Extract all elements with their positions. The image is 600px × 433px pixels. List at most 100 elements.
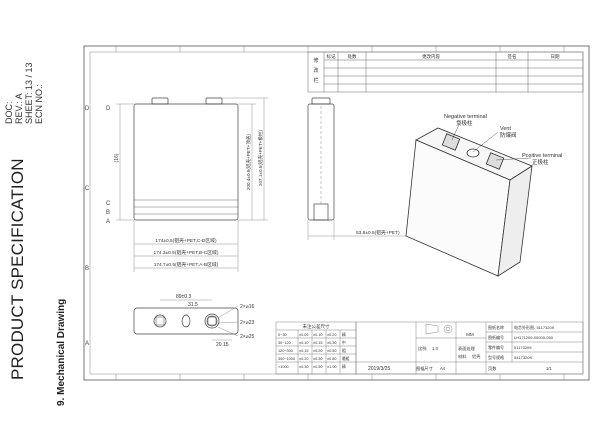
iso-leader-lines <box>451 119 532 161</box>
tol-r4-c5: 最粗 <box>342 356 350 361</box>
tol-r1-c5: 精 <box>342 332 346 337</box>
revision-side-label-3: 栏 <box>313 77 318 84</box>
revision-header-content: 更改内容 <box>422 53 440 60</box>
top-dim-lines <box>160 299 239 341</box>
tol-r3-c5: 粗 <box>342 348 346 353</box>
front-left-dim-lines <box>116 103 134 221</box>
front-width-dimension-1: 174±0.5(铝壳+PET,C-D区域) <box>155 237 217 244</box>
positive-terminal-label: Positive terminal <box>522 153 562 159</box>
projection-symbol-icon <box>425 323 453 335</box>
surface-treatment-label: 表面处理 <box>458 345 476 352</box>
material-value: 铝壳 <box>472 353 481 360</box>
mechanical-drawing: 修 改 栏 标记 处数 更改内容 签名 日期 D C B A D C B A (… <box>83 45 590 381</box>
sheet-count-value: 1/1 <box>546 366 552 371</box>
section-heading: 9. Mechanical Drawing <box>56 298 67 406</box>
revision-side-label-2: 改 <box>313 67 318 74</box>
part-number-label: 零件编号 <box>488 344 504 350</box>
date-value: 2019/3/25 <box>368 366 390 372</box>
tol-r5-c1: >1000 <box>278 365 289 369</box>
vent-label: Vent <box>500 126 511 132</box>
tol-r1-c3: ±0.10 <box>313 333 322 337</box>
revision-side-label-1: 修 <box>313 57 318 64</box>
document-info-block: DOC: REV.: A SHEET: 13 / 13 ECN NO.: <box>4 54 52 124</box>
top-dimension-phi25: 2×⌀25 <box>240 334 254 340</box>
isometric-view <box>405 127 533 277</box>
drawing-name-label: 图纸名称 <box>488 324 504 330</box>
part-number-value: 51173209 <box>514 345 532 350</box>
zone-row-d: D <box>85 106 90 112</box>
model-value: 54173209 <box>514 355 533 360</box>
drawing-name-value: 电芯外形图- 51173209 <box>514 324 555 330</box>
front-width-dimension-3: 174.7±0.5(铝壳+PET,A-B区域) <box>154 261 219 268</box>
tol-r2-c5: 中 <box>342 340 346 345</box>
drawing-number-value: LH171209-00000-050 <box>514 335 554 340</box>
revision-label: REV.: A <box>14 93 24 124</box>
revision-table <box>307 51 584 93</box>
revision-header-signature: 签名 <box>508 53 517 60</box>
front-view-label-b: B <box>106 210 110 216</box>
front-width-dimension-2: 174.3±0.5(铝壳+PET,B-C区域) <box>154 249 219 256</box>
negative-terminal-label: Negative terminal <box>444 114 487 120</box>
tol-r5-c5: 精 <box>342 364 346 369</box>
doc-number-label: DOC: <box>4 101 14 125</box>
tol-r4-c3: ±0.30 <box>313 357 322 361</box>
zone-ticks <box>115 46 565 380</box>
revision-header-mark: 标记 <box>327 53 336 60</box>
page-title: PRODUCT SPECIFICATION <box>8 158 27 380</box>
top-dimension-2015: 20.15 <box>216 342 229 348</box>
material-label: 材料 <box>458 353 467 360</box>
tol-r4-c4: ±0.80 <box>327 357 336 361</box>
tol-r3-c2: ±0.15 <box>299 349 308 353</box>
tol-r4-c2: ±0.20 <box>299 357 308 361</box>
negative-terminal-cn-label: 负极柱 <box>456 119 473 127</box>
tol-r5-c4: ±1.00 <box>327 365 336 369</box>
front-view-label-a: A <box>106 219 110 225</box>
tol-r5-c2: ±0.30 <box>299 365 308 369</box>
tolerance-rows: 0~30 ±0.05 ±0.10 ±0.20 精 30~120 ±0.10 ±0… <box>278 332 350 369</box>
tol-r2-c3: ±0.15 <box>313 341 322 345</box>
top-dimension-31: 31.5 <box>188 302 198 308</box>
zone-row-a: A <box>85 341 89 347</box>
front-view <box>133 97 239 221</box>
tol-r3-c1: 120~300 <box>278 349 293 353</box>
front-view-label-c: C <box>106 201 111 207</box>
tol-r3-c4: ±0.50 <box>327 349 336 353</box>
size-label: 图幅尺寸 <box>416 365 433 372</box>
revision-header-count: 处数 <box>348 53 357 60</box>
scale-label: 比例 <box>418 345 426 352</box>
sheet-count-label: 页数 <box>488 365 497 372</box>
side-view <box>307 97 335 221</box>
side-thickness-dimension: 53.8±0.5(铝壳+PET) <box>356 229 400 236</box>
tol-r1-c1: 0~30 <box>278 333 287 337</box>
vent-cn-label: 防爆阀 <box>500 131 517 139</box>
tol-r4-c1: 300~1000 <box>278 357 295 361</box>
tol-r3-c3: ±0.20 <box>313 349 322 353</box>
tol-r5-c3: ±0.50 <box>313 365 322 369</box>
tol-r2-c1: 30~120 <box>278 341 291 345</box>
front-width-dim-lines <box>133 220 239 272</box>
positive-terminal-cn-label: 正极柱 <box>532 158 549 166</box>
zone-row-b: B <box>85 266 89 272</box>
tol-r2-c4: ±0.30 <box>327 341 336 345</box>
tol-r2-c2: ±0.10 <box>299 341 308 345</box>
scale-value: 1:3 <box>432 346 438 351</box>
side-thickness-dim-lines <box>307 220 406 240</box>
tol-r1-c4: ±0.20 <box>327 333 336 337</box>
front-height-dimension-2: 207.1±0.5(铝壳+PET+极柱) <box>257 129 264 186</box>
sheet-label: SHEET: 13 / 13 <box>24 62 34 124</box>
title-block <box>355 321 584 375</box>
front-height-dim-lines <box>222 97 268 221</box>
front-left-dimension: (16) <box>114 153 120 162</box>
zone-row-c: C <box>85 186 90 192</box>
front-view-label-d: D <box>106 106 111 112</box>
unit-value: MM <box>466 332 474 337</box>
drawing-number-label: 图纸编号 <box>488 334 504 340</box>
drawing-frame <box>83 45 590 381</box>
tolerance-title: 未注公差尺寸 <box>303 323 330 330</box>
model-label: 型号规格 <box>488 354 504 360</box>
size-value: A4 <box>440 366 446 371</box>
top-dimension-phi23: 2×⌀23 <box>240 320 254 326</box>
top-dimension-89: 89±0.3 <box>176 294 191 300</box>
revision-header-date: 日期 <box>551 54 560 60</box>
tol-r1-c2: ±0.05 <box>299 333 308 337</box>
